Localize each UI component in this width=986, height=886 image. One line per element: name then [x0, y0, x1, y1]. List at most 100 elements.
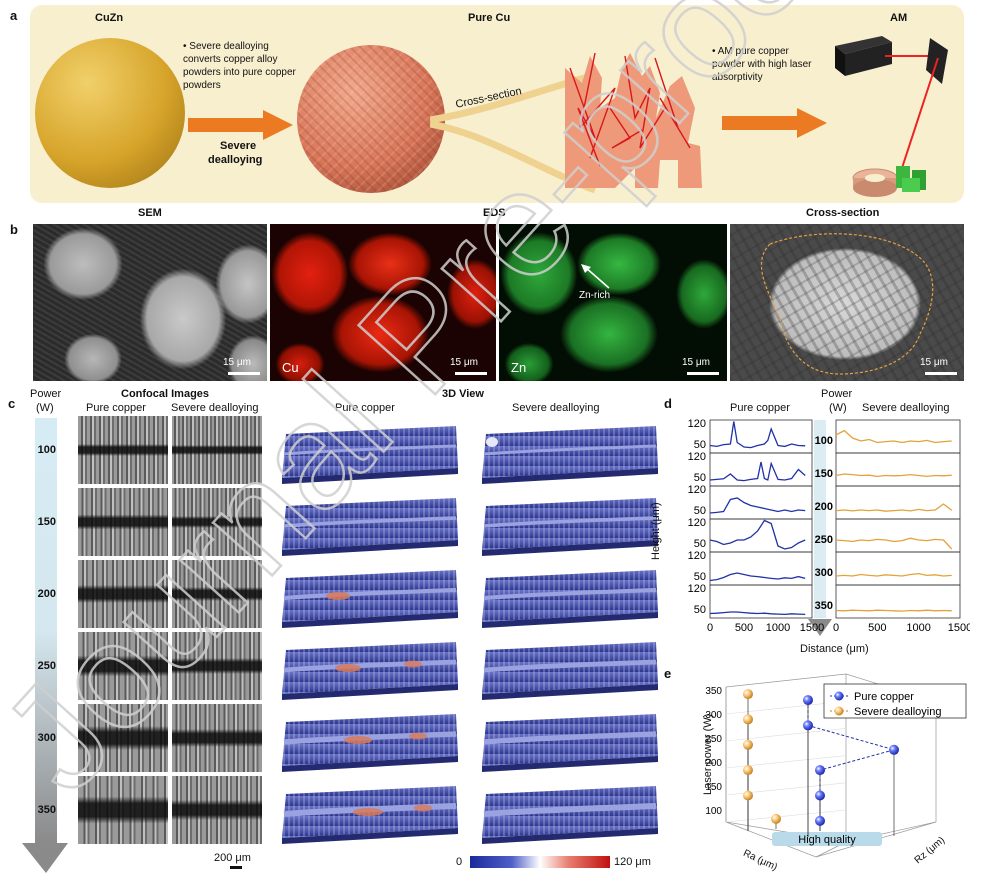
panel-a-label: a [10, 8, 18, 23]
colorbar-min: 0 [456, 856, 463, 868]
bullet-dealloying: • Severe dealloying converts copper allo… [183, 40, 298, 92]
d-power-label: Power [821, 388, 853, 400]
sem-scale-label: 15 μm [223, 357, 251, 368]
d-power-gradient [814, 420, 826, 618]
view3d-severe-250 [482, 642, 658, 700]
d-right-box-3 [835, 518, 961, 553]
d-xtick-right: 1000 [906, 622, 930, 634]
confocal-severe-250 [172, 632, 262, 700]
confocal-severe-header: Severe dealloying [171, 402, 259, 414]
zn-rich-label: Zn-rich [579, 290, 611, 301]
e-severe-point-1 [743, 714, 753, 725]
view3d-pure-header: Pure copper [335, 402, 395, 414]
d-ytick: 120 [688, 484, 706, 496]
d-severe-header: Severe dealloying [862, 402, 950, 414]
d-ytick: 120 [688, 583, 706, 595]
eds-cu-scale-bar [455, 372, 487, 375]
am-title: AM [890, 12, 908, 24]
eds-zn-label: Zn [511, 360, 527, 375]
cuzn-title: CuZn [95, 12, 124, 24]
view3d-severe-350 [482, 786, 658, 844]
bullet-dot: • [183, 41, 190, 52]
cross-section-outline [760, 233, 934, 375]
c-power-100: 100 [37, 444, 56, 456]
d-ytick: 120 [688, 517, 706, 529]
c-power-250: 250 [37, 660, 56, 672]
d-severe-line-250 [835, 537, 953, 550]
bullet-am-text: AM pure copper powder with high laser ab… [712, 46, 812, 83]
c-power-350: 350 [37, 804, 56, 816]
d-power-300: 300 [815, 567, 833, 579]
colorbar-max: 120 μm [614, 856, 651, 868]
e-severe-point-4 [743, 790, 753, 801]
eds-zn-scale-bar [687, 372, 719, 375]
c-power-gradient-arrow [22, 418, 68, 873]
d-left-box-0 [709, 419, 813, 454]
panel-b-label: b [10, 222, 18, 237]
d-severe-line-350 [835, 609, 952, 612]
view3d-pure-250 [282, 642, 458, 700]
eds-zn-scale-label: 15 μm [682, 357, 710, 368]
d-xtick-right: 0 [833, 622, 839, 634]
bullet-am: • AM pure copper powder with high laser … [712, 45, 812, 84]
d-pure-header: Pure copper [730, 402, 790, 414]
e-severe-point-5 [771, 813, 781, 824]
d-ytick: 50 [694, 505, 706, 517]
d-xtick-left: 1000 [766, 622, 790, 634]
d-ytick: 50 [694, 604, 706, 616]
e-pure-point-4 [815, 790, 825, 801]
d-right-box-2 [835, 485, 961, 520]
c-power-300: 300 [37, 732, 56, 744]
c-scale-label: 200 μm [214, 852, 251, 864]
view3d-severe-300 [482, 714, 658, 772]
sem-image: 15 μm [33, 224, 267, 381]
eds-zn-image: Zn-rich Zn 15 μm [499, 224, 727, 381]
e-legend-severe-text: Severe dealloying [854, 706, 941, 718]
e-pure-point-3 [815, 765, 825, 776]
c-power-unit: (W) [36, 402, 54, 414]
bullet-dot-am: • [712, 46, 718, 57]
am-arrow [722, 108, 827, 138]
laser-setup [835, 36, 948, 197]
view3d-title: 3D View [442, 388, 484, 400]
confocal-pure-350 [78, 776, 168, 844]
c-scale-bar [230, 866, 242, 869]
eds-cu-label: Cu [282, 360, 299, 375]
d-power-unit: (W) [829, 402, 847, 414]
confocal-severe-150 [172, 488, 262, 556]
cross-section-particle [565, 52, 702, 188]
cross-scale-bar [925, 372, 957, 375]
d-severe-line-100 [835, 429, 952, 444]
arrow-label-dealloying: dealloying [208, 154, 263, 166]
c-power-150: 150 [37, 516, 56, 528]
d-power-350: 350 [815, 600, 833, 612]
d-right-box-1 [835, 452, 961, 487]
e-severe-point-2 [743, 739, 753, 750]
confocal-severe-100 [172, 416, 262, 484]
e-ztick: 200 [705, 758, 722, 769]
d-xtick-left: 1500 [800, 622, 824, 634]
view3d-pure-300 [282, 714, 458, 772]
e-ztick: 350 [705, 686, 722, 697]
colorbar [470, 856, 610, 868]
view3d-severe-150 [482, 498, 658, 556]
e-pure-point-0 [803, 695, 813, 706]
confocal-pure-header: Pure copper [86, 402, 146, 414]
confocal-severe-350 [172, 776, 262, 844]
confocal-severe-300 [172, 704, 262, 772]
view3d-pure-350 [282, 786, 458, 844]
d-ylabel: Height (μm) [650, 502, 662, 560]
d-pure-line-350 [709, 611, 806, 616]
d-ytick: 120 [688, 451, 706, 463]
d-left-box-4 [709, 551, 813, 586]
d-xlabel: Distance (μm) [800, 643, 869, 655]
zn-rich-arrow [581, 264, 610, 289]
confocal-pure-250 [78, 632, 168, 700]
panel-e-label: e [664, 666, 672, 681]
eds-cu-scale-label: 15 μm [450, 357, 478, 368]
confocal-pure-200 [78, 560, 168, 628]
d-power-100: 100 [815, 435, 833, 447]
e-legend-pure-text: Pure copper [854, 691, 914, 703]
eds-cu-image: Cu 15 μm [270, 224, 496, 381]
